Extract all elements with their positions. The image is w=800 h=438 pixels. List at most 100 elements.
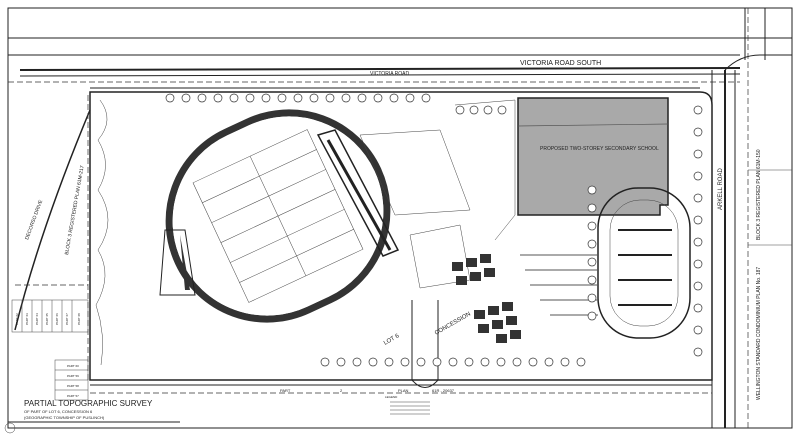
- tree-icon: [229, 93, 239, 103]
- legend-title: LEGEND: [385, 395, 398, 399]
- tree-icon: [497, 105, 507, 115]
- building-label: PROPOSED TWO-STOREY SECONDARY SCHOOL: [540, 146, 659, 152]
- part-label: PART 58: [67, 384, 79, 388]
- tree-icon: [320, 357, 330, 367]
- part-label: PART 68: [77, 313, 81, 325]
- drawing-border: [7, 7, 793, 429]
- infiltration-area: [359, 129, 471, 216]
- site-boundary: [89, 91, 713, 381]
- east-condo-label: WELLINGTON STANDARD CONDOMINIUM PLAN No.…: [756, 267, 762, 400]
- tree-icon: [405, 93, 415, 103]
- south-plan-part-no: 2: [340, 388, 343, 393]
- tree-icon: [587, 257, 597, 267]
- tree-icon: [245, 93, 255, 103]
- tree-icon: [693, 193, 703, 203]
- tree-icon: [587, 293, 597, 303]
- tree-icon: [480, 357, 490, 367]
- road-label-victoria: VICTORIA ROAD: [370, 71, 409, 77]
- tree-icon: [261, 93, 271, 103]
- tree-icon: [213, 93, 223, 103]
- west-area: DECORSO DRIVE BLOCK 3 REGISTERED PLAN 61…: [11, 95, 91, 401]
- driveway: [411, 300, 439, 388]
- south-plan-plan: PLAN: [398, 388, 409, 393]
- tree-icon: [455, 105, 465, 115]
- road-label-victoria-south: VICTORIA ROAD SOUTH: [520, 60, 601, 67]
- tree-icon: [693, 325, 703, 335]
- tree-icon: [400, 357, 410, 367]
- part-label: PART 65: [45, 313, 49, 325]
- part-label: PART 64: [35, 313, 39, 325]
- legend: LEGEND: [385, 395, 430, 415]
- title-block: PARTIAL TOPOGRAPHIC SURVEY OF PART OF LO…: [4, 399, 180, 434]
- part-label: PART 57: [67, 394, 79, 398]
- tree-icon: [693, 281, 703, 291]
- tree-icon: [544, 357, 554, 367]
- school-building: PROPOSED TWO-STOREY SECONDARY SCHOOL: [517, 97, 669, 216]
- tree-icon: [587, 275, 597, 285]
- contour-line: [95, 99, 109, 366]
- tree-icon: [448, 357, 458, 367]
- tree-icon: [469, 105, 479, 115]
- tree-icon: [384, 357, 394, 367]
- west-block-label: BLOCK 3 REGISTERED PLAN 61M-217: [64, 165, 86, 255]
- tree-icon: [165, 93, 175, 103]
- portables: [452, 254, 521, 343]
- tree-icon: [693, 127, 703, 137]
- tree-icon: [587, 185, 597, 195]
- drawing-subtitle-2: (GEOGRAPHIC TOWNSHIP OF PUSLINCH): [24, 415, 105, 420]
- tree-icon: [181, 93, 191, 103]
- tree-icon: [693, 303, 703, 313]
- tree-icon: [576, 357, 586, 367]
- trees: [165, 93, 703, 367]
- tree-icon: [357, 93, 367, 103]
- tree-icon: [693, 347, 703, 357]
- arkell-road: ARKELL ROAD BLOCK 3 REGISTERED PLAN 61M-…: [711, 8, 792, 428]
- tree-icon: [341, 93, 351, 103]
- bleachers: [316, 129, 400, 257]
- tree-icon: [368, 357, 378, 367]
- tree-icon: [512, 357, 522, 367]
- tree-icon: [389, 93, 399, 103]
- tree-icon: [197, 93, 207, 103]
- tree-icon: [421, 93, 431, 103]
- tree-icon: [693, 171, 703, 181]
- parking-loop: [597, 187, 691, 339]
- tree-icon: [432, 357, 442, 367]
- part-label: PART 66: [55, 313, 59, 325]
- lot-label: LOT 6: [383, 333, 401, 347]
- tree-icon: [587, 311, 597, 321]
- tree-icon: [352, 357, 362, 367]
- tree-icon: [483, 105, 493, 115]
- tree-icon: [693, 237, 703, 247]
- tree-icon: [693, 259, 703, 269]
- tree-icon: [693, 215, 703, 225]
- east-block-label: BLOCK 3 REGISTERED PLAN 61M-150: [756, 149, 762, 240]
- drawing-title: PARTIAL TOPOGRAPHIC SURVEY: [24, 399, 153, 408]
- tree-icon: [336, 357, 346, 367]
- tree-icon: [309, 93, 319, 103]
- parking-lot: [520, 254, 598, 316]
- tree-icon: [373, 93, 383, 103]
- part-label: PART 63: [25, 313, 29, 325]
- part-label: PART 59: [67, 374, 79, 378]
- running-track: [165, 109, 391, 323]
- tree-icon: [587, 239, 597, 249]
- tree-icon: [496, 357, 506, 367]
- road-label-arkell: ARKELL ROAD: [718, 168, 724, 210]
- tree-icon: [587, 221, 597, 231]
- north-arrow-icon: [4, 422, 16, 434]
- tree-icon: [293, 93, 303, 103]
- part-label: PART 62: [15, 313, 19, 325]
- south-plan-part: PART: [280, 388, 291, 393]
- tree-icon: [693, 105, 703, 115]
- road-label-decorso: DECORSO DRIVE: [24, 199, 44, 241]
- tree-icon: [464, 357, 474, 367]
- tree-icon: [560, 357, 570, 367]
- tree-icon: [277, 93, 287, 103]
- victoria-road: VICTORIA ROAD SOUTH VICTORIA ROAD: [8, 37, 792, 89]
- tree-icon: [325, 93, 335, 103]
- south-plan-number: 61R - 20637: [432, 388, 455, 393]
- drawing-subtitle-1: OF PART OF LOT 6, CONCESSION 6: [24, 409, 93, 414]
- tree-icon: [416, 357, 426, 367]
